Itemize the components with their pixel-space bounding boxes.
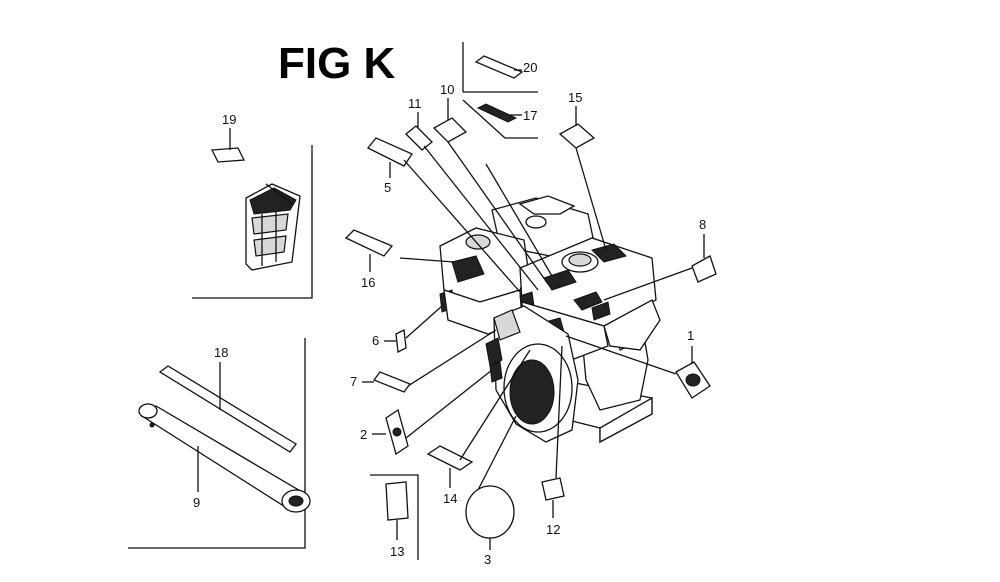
callout-17: 17 — [523, 108, 537, 123]
part-16-decal: 16 — [344, 229, 394, 290]
callout-20: 20 — [523, 60, 537, 75]
part-6-decal: 6 — [372, 329, 407, 353]
leader-lines — [399, 141, 693, 491]
callout-16: 16 — [361, 275, 375, 290]
callout-10: 10 — [440, 82, 454, 97]
callout-14: 14 — [443, 491, 457, 506]
part-9-socket-wrench: 9 — [138, 403, 311, 513]
callout-8: 8 — [699, 217, 706, 232]
part-13-decal: 13 — [385, 481, 409, 559]
part-5-decal: 5 — [366, 137, 413, 195]
part-11-decal: 11 — [405, 96, 433, 151]
callout-11: 11 — [408, 96, 422, 111]
part-17-strip: 17 — [476, 103, 537, 123]
callout-6: 6 — [372, 333, 379, 348]
callout-5: 5 — [384, 180, 391, 195]
callout-1: 1 — [687, 328, 694, 343]
part-2-switch: 2 — [360, 408, 409, 456]
callout-15: 15 — [568, 90, 582, 105]
part-14-decal: 14 — [426, 445, 474, 506]
frame-lines — [128, 42, 538, 560]
part-15-decal: 15 — [558, 90, 596, 149]
part-12-decal: 12 — [541, 477, 565, 537]
figure-title: FIG K — [278, 39, 396, 88]
air-cleaner-assembly — [245, 183, 301, 271]
callout-12: 12 — [546, 522, 560, 537]
callout-3: 3 — [484, 552, 491, 567]
part-10-decal: 10 — [432, 82, 468, 143]
part-8-decal: 8 — [691, 217, 717, 283]
part-1-emblem: 1 — [675, 328, 711, 399]
part-7-decal: 7 — [350, 371, 412, 393]
callout-19: 19 — [222, 112, 236, 127]
part-3-cap: 3 — [465, 485, 515, 567]
engine-illustration — [439, 195, 661, 444]
callout-18: 18 — [214, 345, 228, 360]
callout-9: 9 — [193, 495, 200, 510]
part-19-decal: 19 — [210, 112, 246, 163]
callout-7: 7 — [350, 374, 357, 389]
callout-13: 13 — [390, 544, 404, 559]
part-20-strip: 20 — [474, 55, 537, 79]
part-18-rod: 18 — [158, 345, 297, 453]
callout-2: 2 — [360, 427, 367, 442]
